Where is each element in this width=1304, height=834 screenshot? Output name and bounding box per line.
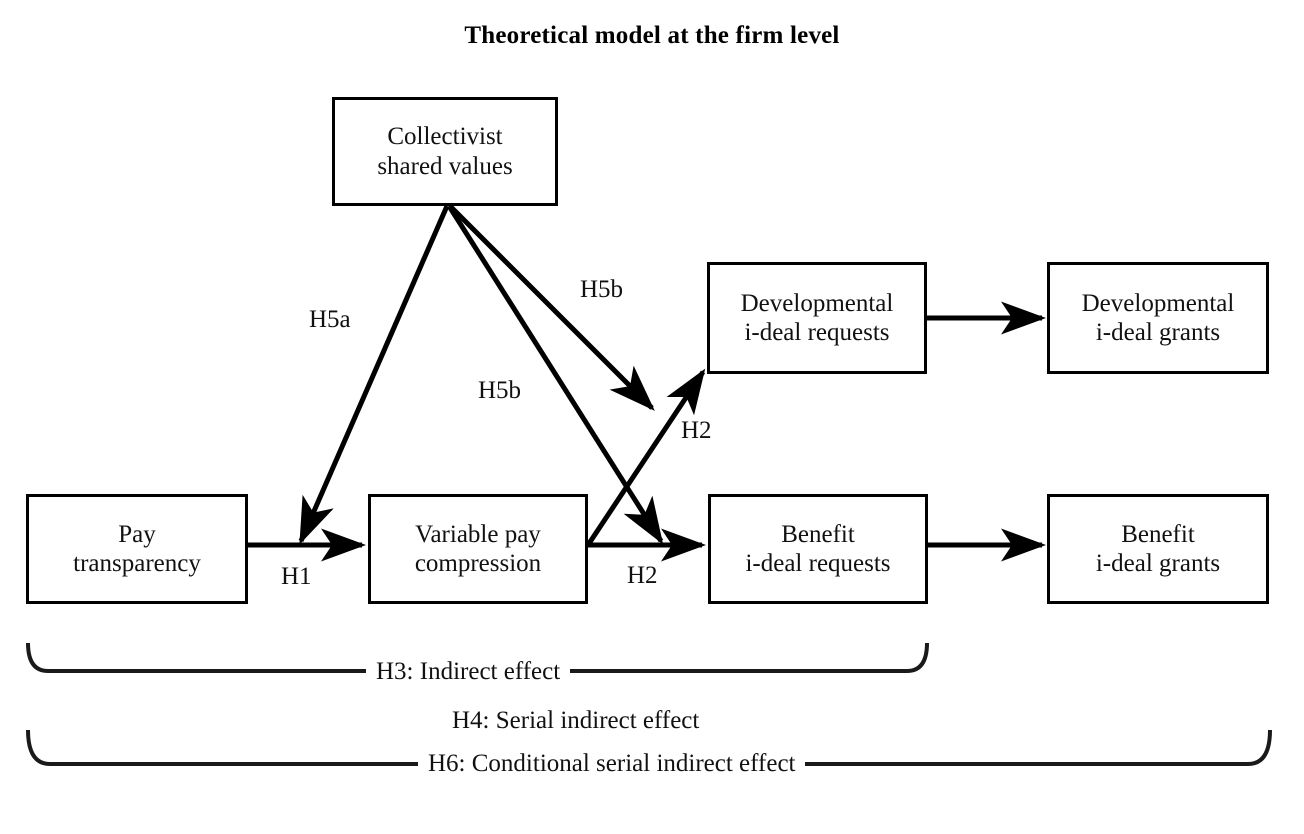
node-label: Developmental i-deal requests	[740, 289, 894, 347]
arrow-collectivist-h5b-lower	[446, 204, 664, 545]
edge-label-h2-lower: H2	[627, 562, 658, 589]
node-developmental-i-deal-requests[interactable]: Developmental i-deal requests	[707, 262, 927, 374]
node-label: Pay transparency	[73, 520, 201, 578]
edge-label-h1: H1	[281, 563, 312, 590]
edge-label-h5b-upper: H5b	[580, 276, 624, 303]
node-label: Developmental i-deal grants	[1081, 289, 1235, 347]
node-developmental-i-deal-grants[interactable]: Developmental i-deal grants	[1047, 262, 1269, 374]
bracket-label-h6: H6: Conditional serial indirect effect	[418, 750, 806, 778]
node-benefit-i-deal-grants[interactable]: Benefit i-deal grants	[1047, 494, 1269, 604]
node-benefit-i-deal-requests[interactable]: Benefit i-deal requests	[708, 494, 928, 604]
arrow-collectivist-h5a	[298, 205, 450, 545]
bracket-label-h3: H3: Indirect effect	[366, 658, 571, 686]
node-label: Benefit i-deal requests	[745, 520, 891, 578]
arrow-variable-to-developmental-requests	[585, 368, 706, 547]
bracket-label-h4: H4: Serial indirect effect	[442, 707, 710, 735]
edge-label-h5b-lower: H5b	[478, 377, 522, 404]
page-title: Theoretical model at the firm level	[464, 22, 840, 49]
node-label: Variable pay compression	[414, 520, 542, 578]
arrow-collectivist-h5b-upper	[448, 204, 655, 411]
node-collectivist-shared-values[interactable]: Collectivist shared values	[332, 97, 558, 206]
node-pay-transparency[interactable]: Pay transparency	[26, 494, 248, 604]
edge-label-h5a: H5a	[309, 306, 351, 333]
edge-label-h2-upper: H2	[681, 417, 712, 444]
node-variable-pay-compression[interactable]: Variable pay compression	[368, 494, 588, 604]
node-label: Collectivist shared values	[377, 123, 513, 180]
node-label: Benefit i-deal grants	[1095, 520, 1221, 578]
